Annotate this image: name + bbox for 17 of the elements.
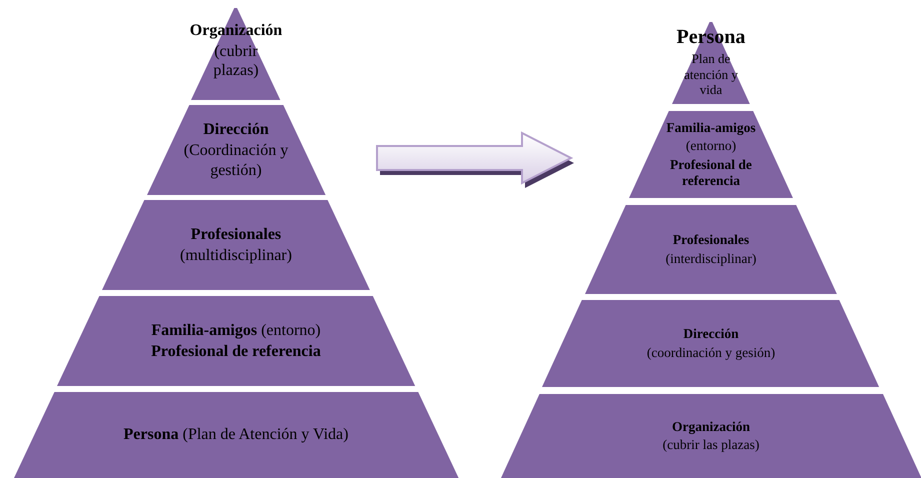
tier-title: Persona (Plan de Atención y Vida) [124, 425, 348, 445]
tier-title: Organización [672, 418, 750, 435]
tier-title: Familia-amigos [666, 120, 756, 136]
tier-title: Profesionales [672, 232, 750, 248]
tier-title: Dirección [683, 326, 739, 342]
tier-text: (Coordinación y gestión) [182, 141, 290, 180]
tier-text: (entorno) [686, 138, 736, 154]
tier-text: (cubrir plazas) [212, 42, 260, 81]
tier-title: Profesionales [190, 224, 282, 244]
tier-title: Dirección [203, 120, 269, 140]
tier-text: Profesional de referencia [669, 156, 753, 189]
tier-text: (multidisciplinar) [180, 246, 292, 266]
tier-text: (interdisciplinar) [666, 250, 756, 267]
tier-text: (cubrir las plazas) [662, 437, 760, 454]
tier-text: (coordinación y gesión) [646, 344, 776, 361]
tier-title: Familia-amigos (entorno) [151, 320, 321, 340]
tier-text: Profesional de referencia [151, 342, 321, 362]
